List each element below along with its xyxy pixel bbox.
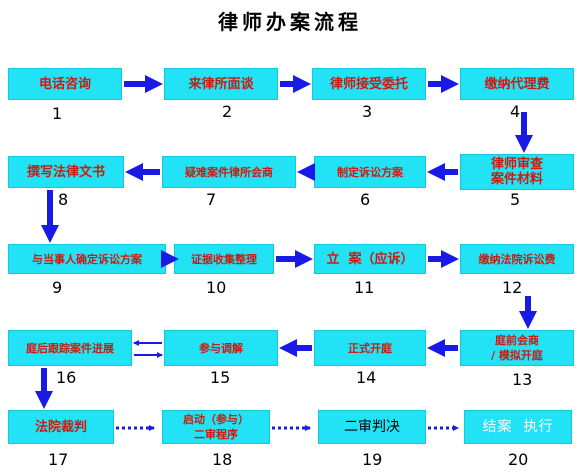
step-2-number: 2 bbox=[222, 102, 233, 121]
step-14-number: 14 bbox=[356, 368, 377, 387]
step-13-number: 13 bbox=[512, 370, 533, 389]
step-12-box[interactable]: 缴纳法院诉讼费 bbox=[460, 244, 574, 274]
step-11-number: 11 bbox=[354, 278, 375, 297]
step-11-box[interactable]: 立 案（应诉） bbox=[314, 244, 426, 274]
step-16-box[interactable]: 庭后跟踪案件进展 bbox=[8, 330, 132, 366]
step-2-box[interactable]: 来律所面谈 bbox=[164, 68, 278, 100]
step-17-number: 17 bbox=[48, 450, 69, 469]
step-19-label: 二审判决 bbox=[344, 418, 400, 435]
step-18-label: 启动（参与） 二审程序 bbox=[183, 413, 249, 441]
step-6-label: 制定诉讼方案 bbox=[337, 165, 403, 179]
step-10-box[interactable]: 证据收集整理 bbox=[174, 244, 274, 274]
step-6-number: 6 bbox=[360, 190, 371, 209]
step-20-box[interactable]: 结案 执行 bbox=[464, 410, 572, 444]
step-10-label: 证据收集整理 bbox=[191, 252, 257, 266]
step-14-label: 正式开庭 bbox=[348, 341, 392, 355]
step-5-label: 律师审查 案件材料 bbox=[490, 157, 543, 187]
step-5-box[interactable]: 律师审查 案件材料 bbox=[460, 154, 574, 190]
step-5-number: 5 bbox=[510, 190, 521, 209]
step-8-label: 撰写法律文书 bbox=[26, 164, 105, 180]
step-18-number: 18 bbox=[212, 450, 233, 469]
step-15-number: 15 bbox=[210, 368, 231, 387]
step-7-number: 7 bbox=[206, 190, 217, 209]
step-9-box[interactable]: 与当事人确定诉讼方案 bbox=[8, 244, 166, 274]
step-13-label: 庭前会商 / 模拟开庭 bbox=[491, 334, 543, 362]
step-3-label: 律师接受委托 bbox=[329, 76, 408, 92]
step-1-box[interactable]: 电话咨询 bbox=[8, 68, 122, 100]
step-17-label: 法院裁判 bbox=[34, 419, 87, 435]
step-2-label: 来律所面谈 bbox=[188, 76, 254, 92]
step-1-number: 1 bbox=[52, 104, 63, 123]
step-11-label: 立 案（应诉） bbox=[326, 251, 414, 267]
step-15-label: 参与调解 bbox=[199, 341, 243, 355]
step-8-number: 8 bbox=[58, 190, 69, 209]
step-3-number: 3 bbox=[362, 102, 373, 121]
step-19-box[interactable]: 二审判决 bbox=[318, 410, 426, 444]
step-4-label: 缴纳代理费 bbox=[484, 76, 550, 92]
step-7-box[interactable]: 疑难案件律所会商 bbox=[162, 156, 296, 188]
step-4-number: 4 bbox=[510, 102, 521, 121]
step-16-number: 16 bbox=[56, 368, 77, 387]
step-20-label: 结案 执行 bbox=[482, 418, 554, 435]
step-20-number: 20 bbox=[508, 450, 529, 469]
step-4-box[interactable]: 缴纳代理费 bbox=[460, 68, 574, 100]
step-1-label: 电话咨询 bbox=[38, 76, 91, 92]
step-3-box[interactable]: 律师接受委托 bbox=[312, 68, 426, 100]
step-12-number: 12 bbox=[502, 278, 523, 297]
step-19-number: 19 bbox=[362, 450, 383, 469]
step-9-label: 与当事人确定诉讼方案 bbox=[32, 252, 142, 266]
page-title: 律师办案流程 bbox=[218, 10, 362, 34]
step-7-label: 疑难案件律所会商 bbox=[185, 165, 273, 179]
step-6-box[interactable]: 制定诉讼方案 bbox=[314, 156, 426, 188]
step-8-box[interactable]: 撰写法律文书 bbox=[8, 156, 124, 188]
step-9-number: 9 bbox=[52, 278, 63, 297]
step-12-label: 缴纳法院诉讼费 bbox=[478, 252, 556, 266]
step-17-box[interactable]: 法院裁判 bbox=[8, 410, 114, 444]
step-13-box[interactable]: 庭前会商 / 模拟开庭 bbox=[460, 330, 574, 366]
step-10-number: 10 bbox=[206, 278, 227, 297]
step-15-box[interactable]: 参与调解 bbox=[164, 330, 278, 366]
step-14-box[interactable]: 正式开庭 bbox=[314, 330, 426, 366]
step-16-label: 庭后跟踪案件进展 bbox=[26, 341, 114, 355]
step-18-box[interactable]: 启动（参与） 二审程序 bbox=[162, 410, 270, 444]
